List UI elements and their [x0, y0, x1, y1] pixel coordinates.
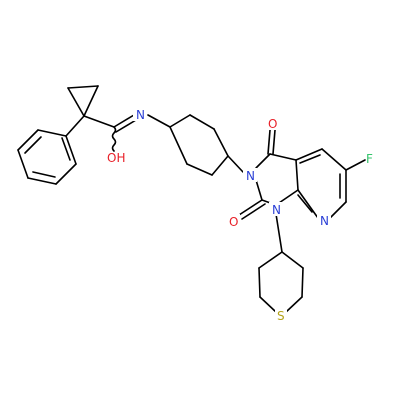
bond: [267, 129, 271, 155]
bond: [259, 296, 277, 313]
cyclohexane-ring: [169, 114, 229, 176]
bond: [295, 148, 323, 161]
bond: [113, 114, 135, 128]
bond: [169, 126, 188, 165]
bond: [272, 129, 276, 155]
bond: [169, 114, 191, 128]
bond: [321, 148, 347, 171]
bond: [55, 163, 77, 185]
bond: [65, 135, 77, 165]
bond: [37, 129, 67, 137]
bond: [301, 267, 304, 298]
atom-label-pyridine-nitrogen: N: [320, 214, 329, 228]
bond: [255, 179, 263, 201]
bond: [281, 251, 304, 269]
atom-label-carbonyl-oxygen-top: O: [268, 117, 277, 131]
bond: [345, 159, 366, 171]
bond: [297, 194, 313, 213]
wavy-bond: [111, 126, 117, 152]
bond: [241, 203, 266, 220]
bond: [147, 114, 171, 128]
bond: [61, 137, 71, 161]
bond: [299, 154, 321, 164]
phenyl-ring: [17, 115, 85, 185]
pyridine-ring: [295, 148, 366, 219]
bond: [186, 163, 213, 176]
atom-label-amide-nitrogen: N: [136, 108, 145, 122]
pyrimidinedione-ring: [255, 153, 299, 206]
bond: [213, 128, 229, 157]
bond: [255, 153, 271, 169]
bond: [189, 114, 215, 130]
bond: [24, 136, 42, 154]
bond: [17, 149, 29, 179]
carbonyl-bonds: [238, 129, 276, 220]
bond: [211, 155, 229, 176]
imidic-acid-group: [83, 114, 171, 152]
bond: [67, 87, 85, 117]
atom-label-hydroxyl: OH: [107, 151, 125, 165]
atom-label-nitrogen-1: N: [272, 203, 281, 217]
atom-label-carbonyl-oxygen-left: O: [229, 215, 238, 229]
bond: [258, 251, 283, 269]
bond: [275, 213, 283, 253]
bond: [65, 115, 85, 137]
bond: [17, 129, 39, 151]
thiane-ring: [258, 251, 304, 313]
bond: [32, 171, 56, 178]
bond: [295, 159, 299, 191]
bond: [83, 115, 115, 128]
bond: [67, 85, 99, 89]
bond: [27, 177, 57, 185]
bond: [238, 199, 263, 216]
bond: [115, 119, 137, 133]
bond: [227, 155, 244, 173]
bond: [269, 153, 297, 161]
atom-label-nitrogen-3: N: [246, 169, 255, 183]
bond: [329, 201, 347, 219]
bond: [285, 296, 303, 313]
bond: [83, 85, 99, 117]
cyclopropane-ring: [67, 85, 99, 117]
bond: [258, 267, 261, 298]
atom-label-sulfur: S: [277, 309, 285, 323]
bond: [297, 189, 319, 219]
atom-label-fluorine: F: [366, 152, 373, 166]
